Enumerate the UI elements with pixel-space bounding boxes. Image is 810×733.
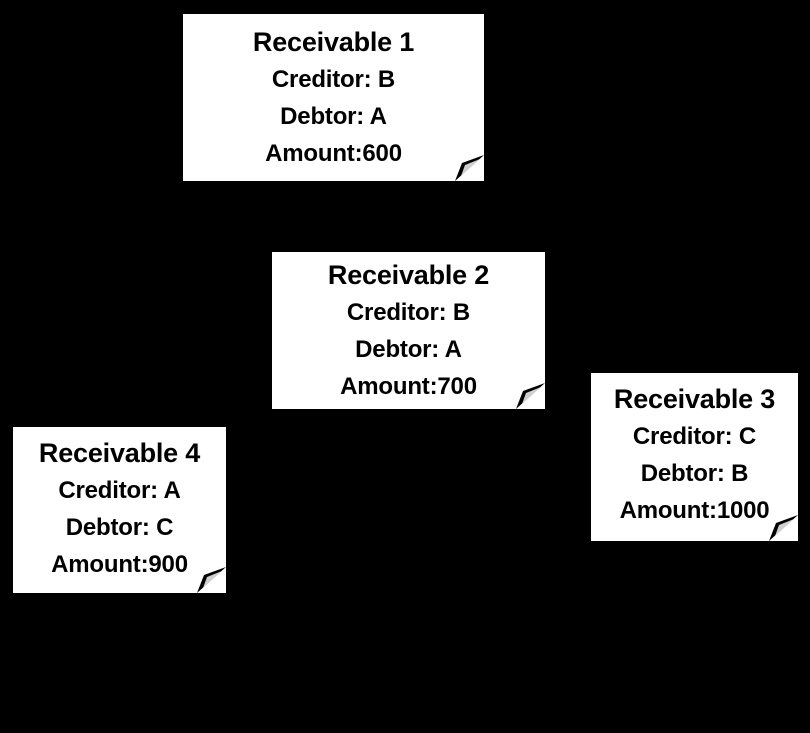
note-title: Receivable 4 bbox=[38, 438, 201, 468]
note-creditor: Creditor: B bbox=[271, 66, 396, 93]
note-text-block: Receivable 3 Creditor: C Debtor: B Amoun… bbox=[591, 380, 798, 529]
note-card-receivable-3[interactable]: Receivable 3 Creditor: C Debtor: B Amoun… bbox=[591, 373, 798, 541]
note-creditor: Creditor: A bbox=[58, 477, 181, 504]
note-card-receivable-4[interactable]: Receivable 4 Creditor: A Debtor: C Amoun… bbox=[13, 427, 226, 593]
note-creditor: Creditor: B bbox=[346, 299, 471, 326]
note-card-receivable-2[interactable]: Receivable 2 Creditor: B Debtor: A Amoun… bbox=[272, 252, 545, 409]
note-amount: Amount:1000 bbox=[619, 497, 770, 524]
note-creditor: Creditor: C bbox=[632, 423, 757, 450]
note-amount: Amount:900 bbox=[51, 551, 188, 578]
note-text-block: Receivable 1 Creditor: B Debtor: A Amoun… bbox=[183, 23, 484, 172]
note-debtor: Debtor: A bbox=[280, 103, 387, 130]
note-text-block: Receivable 4 Creditor: A Debtor: C Amoun… bbox=[13, 434, 226, 583]
note-title: Receivable 3 bbox=[613, 384, 776, 414]
note-debtor: Debtor: C bbox=[65, 514, 174, 541]
note-card-receivable-1[interactable]: Receivable 1 Creditor: B Debtor: A Amoun… bbox=[183, 14, 484, 181]
note-text-block: Receivable 2 Creditor: B Debtor: A Amoun… bbox=[272, 256, 545, 405]
note-title: Receivable 2 bbox=[327, 260, 490, 290]
note-amount: Amount:700 bbox=[340, 373, 477, 400]
note-debtor: Debtor: B bbox=[640, 460, 749, 487]
note-debtor: Debtor: A bbox=[355, 336, 462, 363]
note-amount: Amount:600 bbox=[265, 140, 402, 167]
note-title: Receivable 1 bbox=[252, 27, 415, 57]
